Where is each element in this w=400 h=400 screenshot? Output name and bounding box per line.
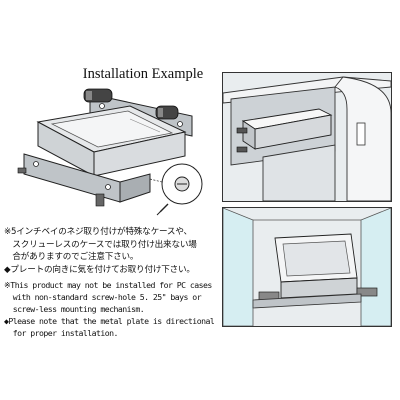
- note-jp-line: スクリューレスのケースでは取り付け出来ない場: [4, 239, 197, 250]
- installation-notes: ※5インチベイのネジ取り付けが特殊なケースや、 スクリューレスのケースでは取り付…: [4, 226, 218, 339]
- note-jp-line: 合がありますのでご注意下さい。: [4, 252, 139, 263]
- screw-detail-icon: [149, 163, 203, 216]
- note-en-line: ◆Please note that the metal plate is dir…: [4, 315, 215, 326]
- note-jp-line: ※5インチベイのネジ取り付けが特殊なケースや、: [4, 227, 192, 237]
- note-en-line: ※This product may not be installed for P…: [4, 280, 212, 291]
- hard-drive-front-icon: [274, 233, 358, 299]
- rubber-spacer-icon: [83, 88, 179, 120]
- case-bay-side-illustration: [223, 73, 391, 201]
- note-en-line: with non-standard screw-hole 5. 25" bays…: [4, 292, 202, 303]
- note-jp-line: ◆プレートの向きに気を付けてお取り付け下さい。: [4, 264, 195, 275]
- front-bracket-plate: [17, 153, 151, 207]
- installed-side-view-panel: [222, 72, 392, 202]
- case-bay-front-illustration: [223, 208, 391, 326]
- note-en-line: screw-less mounting mechanism.: [4, 303, 145, 314]
- installed-front-view-panel: [222, 207, 392, 327]
- bracket-assembly-illustration: [17, 88, 203, 216]
- hard-drive-icon: [36, 105, 187, 177]
- page-title: Installation Example: [82, 66, 204, 82]
- note-en-line: for proper installation.: [4, 327, 119, 338]
